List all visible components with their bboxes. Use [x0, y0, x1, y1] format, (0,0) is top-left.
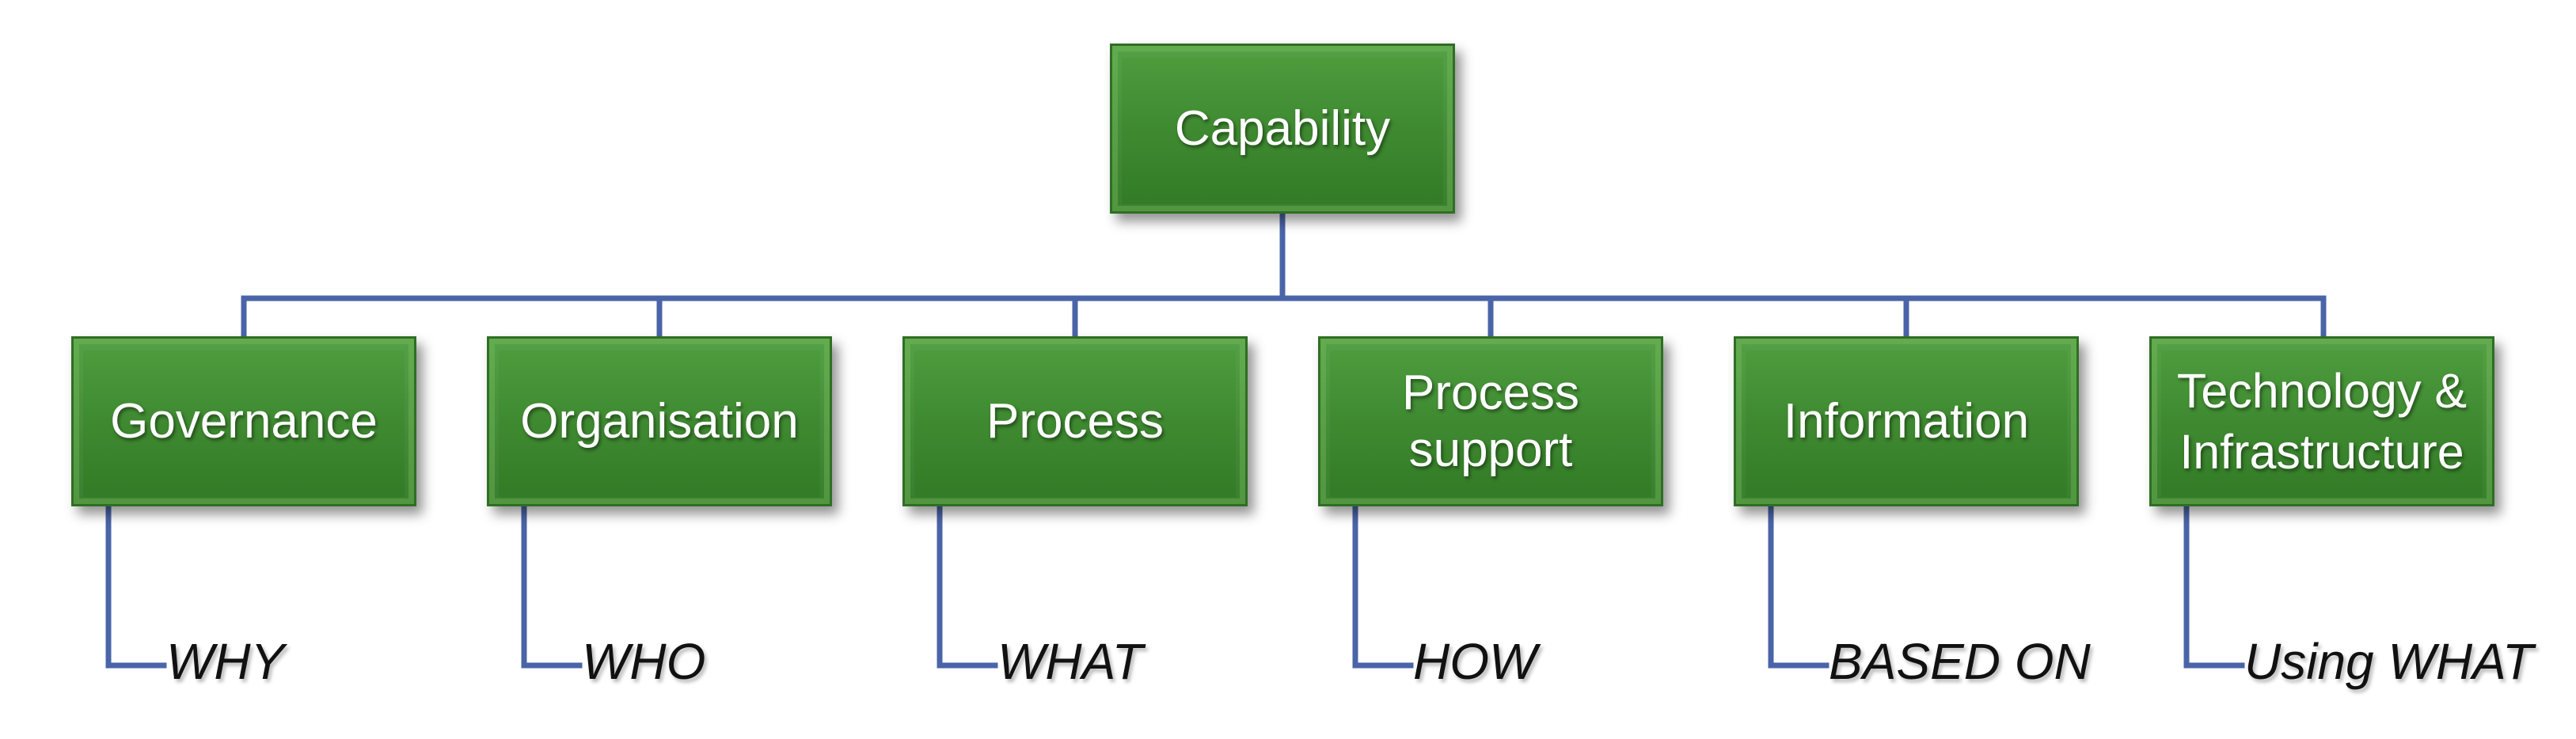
information-box: Information [1734, 336, 2079, 506]
capability-box: Capability [1110, 44, 1455, 214]
process-support-box: Process support [1318, 336, 1663, 506]
leaf-who: WHO [582, 633, 706, 690]
leaf-what: WHAT [997, 633, 1143, 690]
technology-infrastructure-box: Technology & Infrastructure [2149, 336, 2494, 506]
elbow-what [937, 503, 998, 669]
governance-box: Governance [71, 336, 416, 506]
process-box: Process [902, 336, 1248, 506]
leaf-based-on: BASED ON [1829, 633, 2091, 690]
elbow-using-what [2183, 503, 2245, 669]
leaf-why: WHY [166, 633, 285, 690]
elbow-based-on [1768, 503, 1829, 669]
leaf-how: HOW [1413, 633, 1537, 690]
leaf-using-what: Using WHAT [2244, 633, 2534, 690]
elbow-why [105, 503, 167, 669]
elbow-how [1352, 503, 1414, 669]
elbow-who [521, 503, 583, 669]
organisation-box: Organisation [487, 336, 832, 506]
